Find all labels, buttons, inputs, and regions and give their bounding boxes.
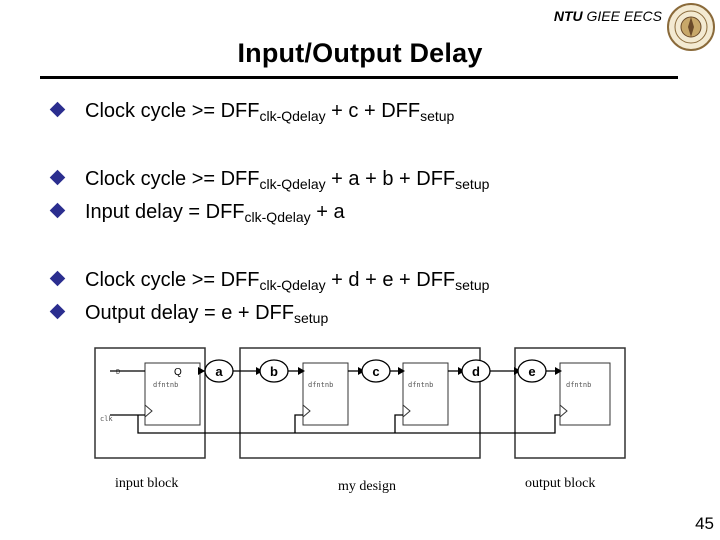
svg-text:clk: clk	[100, 415, 113, 423]
svg-text:dfntnb: dfntnb	[566, 381, 591, 389]
header-dept: GIEE EECS	[586, 8, 662, 24]
svg-text:b: b	[270, 364, 278, 379]
io-delay-diagram: dfntnb Q D clk dfntnb dfntnb dfntnb	[94, 347, 626, 494]
my-design-border	[239, 347, 481, 459]
design-dff-2: dfntnb	[402, 362, 449, 426]
bullet-item: Input delay = DFFclk-Qdelay + a	[49, 201, 345, 225]
my-design-label: my design	[338, 479, 396, 494]
diamond-bullet-icon	[49, 169, 66, 186]
diamond-bullet-icon	[49, 101, 66, 118]
svg-text:dfntnb: dfntnb	[308, 381, 333, 389]
header-org-label: NTU GIEE EECS	[554, 8, 662, 24]
arrowheads	[198, 367, 562, 375]
page-number: 45	[695, 514, 714, 533]
delay-node-b: b	[259, 359, 289, 383]
university-seal-logo	[667, 3, 715, 51]
delay-node-e: e	[517, 359, 547, 383]
output-block-label: output block	[525, 476, 595, 491]
bullet-item: Clock cycle >= DFFclk-Qdelay + c + DFFse…	[49, 100, 455, 124]
svg-text:dfntnb: dfntnb	[408, 381, 433, 389]
diamond-bullet-icon	[49, 270, 66, 287]
page-title: Input/Output Delay	[237, 38, 483, 68]
svg-text:D: D	[116, 368, 120, 376]
svg-text:e: e	[528, 364, 535, 379]
svg-text:d: d	[472, 364, 480, 379]
design-dff-1: dfntnb	[302, 362, 349, 426]
bullet-item: Output delay = e + DFFsetup	[49, 302, 329, 326]
bullet-text: Clock cycle >= DFFclk-Qdelay + c + DFFse…	[85, 100, 455, 124]
delay-node-c: c	[361, 359, 391, 383]
input-block-border	[94, 347, 206, 459]
bullet-text: Input delay = DFFclk-Qdelay + a	[85, 201, 345, 225]
delay-node-a: a	[204, 359, 234, 383]
title-divider	[40, 76, 678, 79]
bullet-item: Clock cycle >= DFFclk-Qdelay + d + e + D…	[49, 269, 490, 293]
bullet-item: Clock cycle >= DFFclk-Qdelay + a + b + D…	[49, 168, 490, 192]
svg-text:c: c	[372, 364, 379, 379]
bullet-text: Clock cycle >= DFFclk-Qdelay + a + b + D…	[85, 168, 490, 192]
input-dff: dfntnb Q D clk	[100, 362, 201, 426]
output-dff: dfntnb	[559, 362, 611, 426]
diamond-bullet-icon	[49, 202, 66, 219]
output-block-border	[514, 347, 626, 459]
bullet-text: Output delay = e + DFFsetup	[85, 302, 329, 326]
svg-text:a: a	[215, 364, 223, 379]
header-org: NTU	[553, 8, 583, 24]
bullet-text: Clock cycle >= DFFclk-Qdelay + d + e + D…	[85, 269, 490, 293]
delay-node-d: d	[461, 359, 491, 383]
svg-text:Q: Q	[174, 367, 182, 378]
input-block-label: input block	[115, 476, 178, 491]
svg-text:dfntnb: dfntnb	[153, 381, 178, 389]
diamond-bullet-icon	[49, 303, 66, 320]
